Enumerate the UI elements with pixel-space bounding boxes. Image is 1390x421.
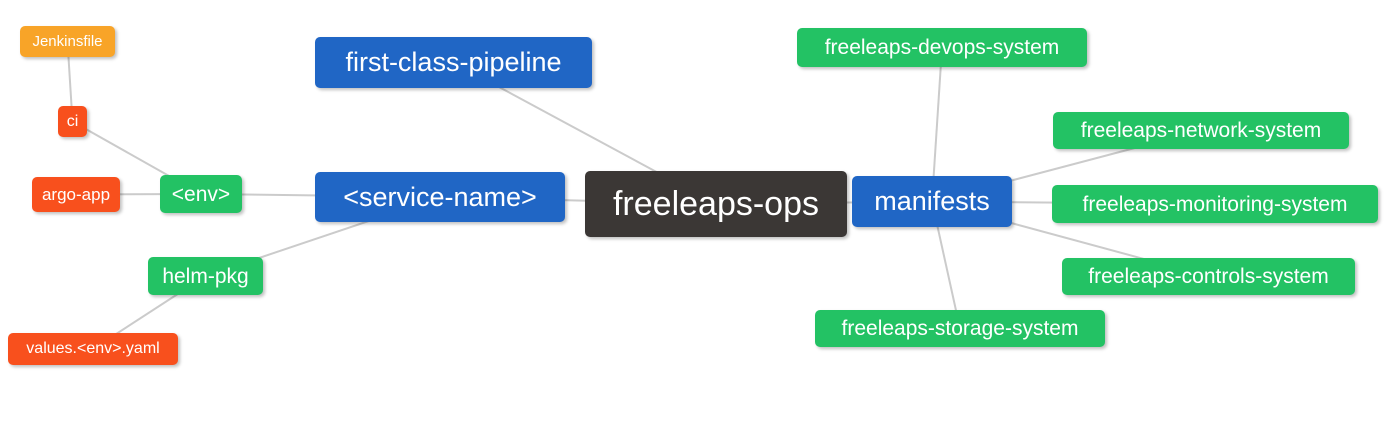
node-freeleaps-monitoring-system[interactable]: freeleaps-monitoring-system xyxy=(1052,185,1378,223)
node-label: <service-name> xyxy=(343,181,537,212)
node-label: freeleaps-ops xyxy=(612,185,819,223)
node-jenkinsfile[interactable]: Jenkinsfile xyxy=(20,26,115,57)
node-label: manifests xyxy=(874,186,990,216)
node-label: freeleaps-devops-system xyxy=(824,36,1060,59)
node-label: freeleaps-monitoring-system xyxy=(1082,192,1348,216)
node-freeleaps-devops-system[interactable]: freeleaps-devops-system xyxy=(797,28,1087,67)
node-service-name[interactable]: <service-name> xyxy=(315,172,565,222)
edge-manifests--freeleaps-devops-system xyxy=(931,47,943,202)
node-manifests[interactable]: manifests xyxy=(852,176,1012,227)
node-label: freeleaps-network-system xyxy=(1080,119,1322,142)
node-ci[interactable]: ci xyxy=(58,106,87,137)
node-label: argo-app xyxy=(41,185,111,204)
node-label: freeleaps-storage-system xyxy=(841,317,1079,340)
node-argo-app[interactable]: argo-app xyxy=(32,177,120,212)
node-freeleaps-ops[interactable]: freeleaps-ops xyxy=(585,171,847,237)
node-first-class-pipeline[interactable]: first-class-pipeline xyxy=(315,37,592,88)
node-freeleaps-controls-system[interactable]: freeleaps-controls-system xyxy=(1062,258,1355,295)
node-label: Jenkinsfile xyxy=(32,33,103,50)
node-freeleaps-storage-system[interactable]: freeleaps-storage-system xyxy=(815,310,1105,347)
node-label: ci xyxy=(66,112,79,130)
node-label: freeleaps-controls-system xyxy=(1088,265,1329,288)
node-env[interactable]: <env> xyxy=(160,175,242,213)
node-freeleaps-network-system[interactable]: freeleaps-network-system xyxy=(1053,112,1349,149)
node-label: first-class-pipeline xyxy=(345,47,562,77)
node-label: <env> xyxy=(171,182,231,206)
node-label: values.<env>.yaml xyxy=(26,340,160,357)
node-values-env-yaml[interactable]: values.<env>.yaml xyxy=(8,333,178,365)
node-label: helm-pkg xyxy=(162,264,249,288)
node-helm-pkg[interactable]: helm-pkg xyxy=(148,257,263,295)
